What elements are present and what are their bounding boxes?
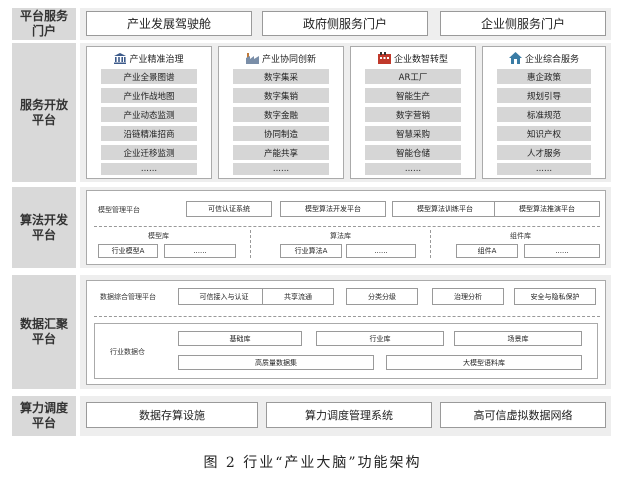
data-divider [94,316,600,317]
row-label-compute: 算力调度平台 [12,396,76,436]
list-item: 人才服务 [497,145,591,160]
algorithm-item: 行业算法A [280,244,342,258]
list-item: 协同制造 [233,126,329,141]
sharing-circulation: 共享流通 [262,288,334,305]
portal-government: 政府侧服务门户 [262,11,428,36]
list-item: 企业迁移监测 [101,145,197,160]
figure-caption: 图 2 行业“产业大脑”功能架构 [203,455,422,471]
algorithm-library-label: 算法库 [330,232,351,240]
list-item: ...... [365,163,461,175]
list-item: 规划引导 [497,88,591,103]
list-item: AR工厂 [365,69,461,84]
component-library-label: 组件库 [510,232,531,240]
row-label-algo: 算法开发平台 [12,187,76,268]
algo-group-separator [250,230,251,258]
column-enterprise-service: 企业综合服务 惠企政策 规划引导 标准规范 知识产权 人才服务 ...... [482,46,606,179]
model-management-platform: 模型管理平台 [98,206,140,214]
data-storage-compute: 数据存算设施 [86,402,258,428]
algo-dev-platform: 模型算法开发平台 [280,201,386,217]
trusted-virtual-network: 高可信虚拟数据网络 [440,402,606,428]
list-item: ...... [233,163,329,175]
column-header: 企业综合服务 [483,49,605,67]
algo-train-platform: 模型算法训练平台 [392,201,498,217]
list-item: 产业作战地图 [101,88,197,103]
scenario-library: 场景库 [454,331,582,346]
list-item: 数字集销 [233,88,329,103]
algo-group-separator [430,230,431,258]
column-header: 企业数智转型 [351,49,475,67]
classification-grading: 分类分级 [346,288,418,305]
column-digital-transformation: 企业数智转型 AR工厂 智能生产 数字营销 智慧采购 智能仓储 ...... [350,46,476,179]
list-item: 产能共享 [233,145,329,160]
high-quality-dataset: 高质量数据集 [178,355,374,370]
portal-enterprise: 企业侧服务门户 [440,11,606,36]
model-item: 行业模型A [98,244,158,258]
row-label-data: 数据汇聚平台 [12,275,76,389]
data-management-platform: 数据综合管理平台 [100,293,156,301]
security-privacy: 安全与隐私保护 [514,288,596,305]
column-industry-collaboration: 产业协同创新 数字集采 数字集销 数字金融 协同制造 产能共享 ...... [218,46,344,179]
government-building-icon [114,52,127,64]
algo-deploy-platform: 模型算法推演平台 [494,201,600,217]
trust-cert-system: 可信认证系统 [186,201,272,217]
algo-divider [94,226,600,227]
component-item: 组件A [456,244,518,258]
algorithm-item: ...... [346,244,416,258]
column-industry-governance: 产业精准治理 产业全景图谱 产业作战地图 产业动态监测 沿链精准招商 企业迁移监… [86,46,212,179]
llm-corpus: 大模型语料库 [386,355,582,370]
house-service-icon [508,52,522,64]
list-item: 数字营销 [365,107,461,122]
list-item: 产业全景图谱 [101,69,197,84]
list-item: 知识产权 [497,126,591,141]
trusted-access-auth: 可信接入与认证 [178,288,270,305]
data-warehouse-label: 行业数据仓 [110,348,145,356]
list-item: 智能生产 [365,88,461,103]
list-item: 产业动态监测 [101,107,197,122]
component-item: ...... [524,244,600,258]
compute-scheduling-system: 算力调度管理系统 [266,402,432,428]
list-item: ...... [497,163,591,175]
list-item: 数字集采 [233,69,329,84]
list-item: 数字金融 [233,107,329,122]
factory-chimney-icon [245,52,259,64]
column-header: 产业协同创新 [219,49,343,67]
column-header: 产业精准治理 [87,49,211,67]
row-label-portal: 平台服务门户 [12,8,76,40]
industry-library: 行业库 [316,331,444,346]
list-item: ...... [101,163,197,175]
governance-analysis: 治理分析 [432,288,504,305]
list-item: 标准规范 [497,107,591,122]
list-item: 智能仓储 [365,145,461,160]
basic-library: 基础库 [178,331,302,346]
list-item: 智慧采购 [365,126,461,141]
digital-factory-icon [377,52,391,64]
model-item: ...... [164,244,236,258]
model-library-label: 模型库 [148,232,169,240]
list-item: 惠企政策 [497,69,591,84]
list-item: 沿链精准招商 [101,126,197,141]
row-label-open: 服务开放平台 [12,43,76,182]
portal-industry-cockpit: 产业发展驾驶舱 [86,11,252,36]
